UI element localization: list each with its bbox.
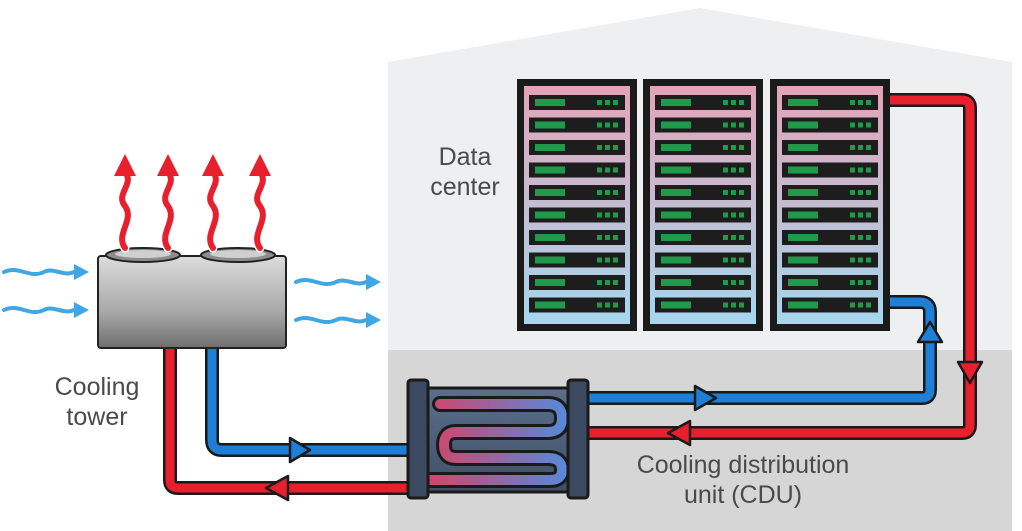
wavy-right-arrow-icon (2, 264, 381, 328)
cdu-label-line-2: unit (CDU) (683, 481, 803, 509)
server-unit (529, 230, 625, 245)
data-center-label: Data center (410, 142, 520, 202)
server-unit (782, 252, 878, 268)
server-rack (643, 79, 763, 331)
server-unit (529, 252, 625, 268)
server-unit (529, 185, 625, 200)
server-unit (655, 297, 751, 313)
server-unit (655, 140, 751, 155)
server-unit (782, 207, 878, 223)
cooling-tower-label-line-2: tower (66, 403, 128, 431)
server-unit (529, 162, 625, 178)
server-unit (529, 207, 625, 223)
server-unit (655, 162, 751, 178)
server-unit (655, 117, 751, 133)
rack-loop-pipes (580, 93, 977, 440)
server-unit (655, 95, 751, 110)
cooling-tower (97, 247, 287, 349)
server-unit (529, 95, 625, 110)
data-center-label-line-2: center (430, 173, 500, 201)
server-unit (655, 275, 751, 290)
server-unit (782, 297, 878, 313)
flow-direction-arrow-icon (264, 320, 984, 502)
server-unit (655, 230, 751, 245)
server-unit (529, 297, 625, 313)
server-unit (655, 185, 751, 200)
server-unit (655, 207, 751, 223)
cooling-distribution-unit (406, 378, 590, 500)
wavy-up-arrow-icon (114, 154, 271, 253)
data-center-label-line-1: Data (438, 143, 492, 171)
server-rack (517, 79, 637, 331)
server-unit (529, 140, 625, 155)
server-rack (770, 79, 890, 331)
server-unit (782, 162, 878, 178)
server-unit (655, 252, 751, 268)
cooling-tower-label: Cooling tower (22, 372, 172, 432)
server-unit (782, 275, 878, 290)
server-racks (517, 79, 890, 331)
server-unit (782, 230, 878, 245)
cooling-tower-label-line-1: Cooling (54, 373, 140, 401)
server-unit (782, 185, 878, 200)
server-unit (782, 117, 878, 133)
server-unit (529, 275, 625, 290)
server-unit (529, 117, 625, 133)
cdu-label: Cooling distribution unit (CDU) (598, 450, 888, 510)
server-unit (782, 95, 878, 110)
cdu-label-line-1: Cooling distribution (636, 451, 850, 479)
server-unit (782, 140, 878, 155)
tower-loop-pipes (163, 348, 420, 495)
